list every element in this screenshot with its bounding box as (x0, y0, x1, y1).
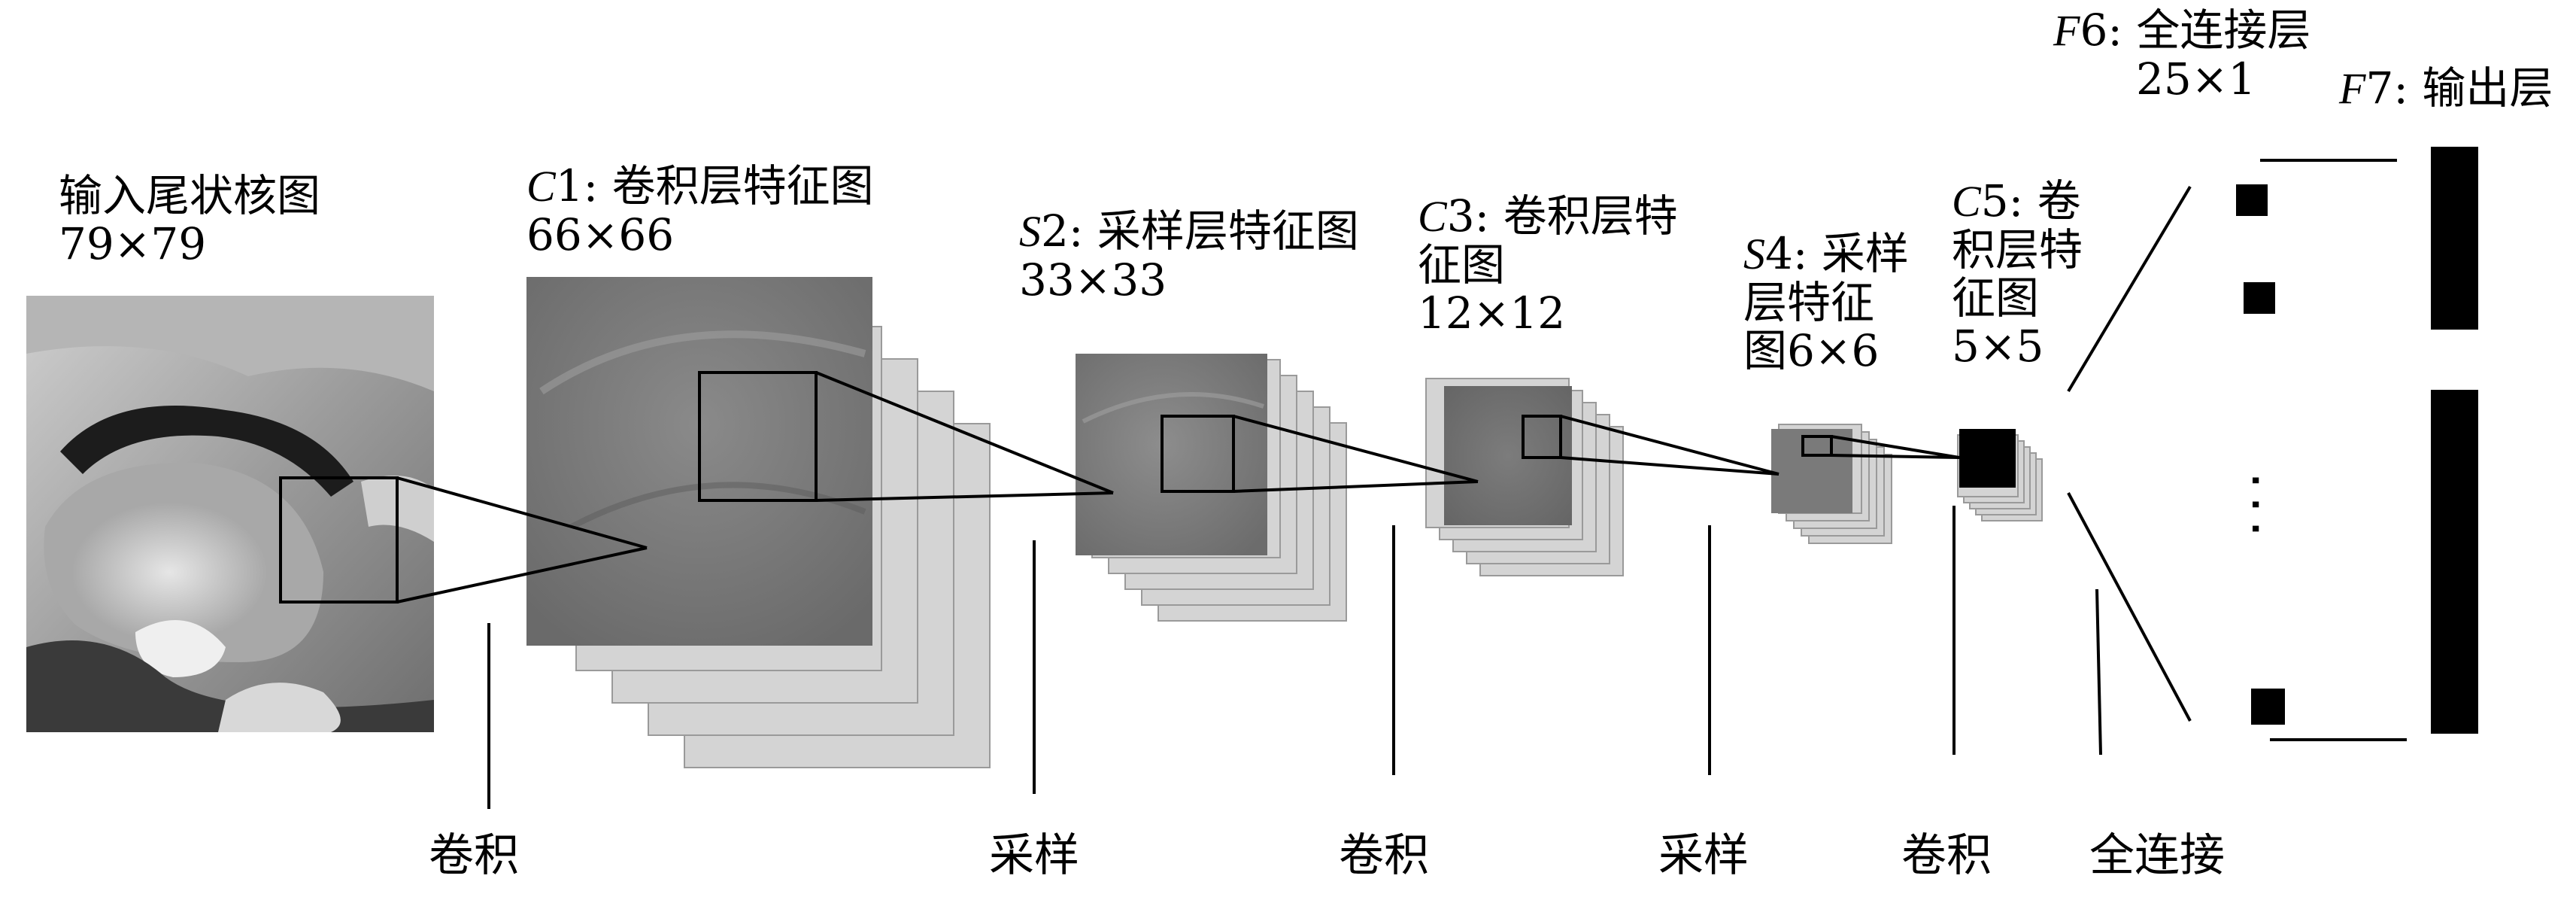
f7-title-line: F7: 输出层 (2339, 64, 2553, 113)
c1-receptive-field (698, 371, 818, 502)
f7-label: F7: 输出层 (2339, 64, 2553, 113)
c1-size: 66×66 (526, 209, 675, 260)
input-label: 输入尾状核图 79×79 (59, 172, 320, 268)
projection-lines (396, 185, 2192, 722)
c5-title-line-3: 征图 (1952, 272, 2040, 324)
f6-neurons (2236, 184, 2285, 725)
f6-title: : 全连接层 (2107, 5, 2311, 56)
op-label-conv-3: 卷积 (1901, 829, 1992, 882)
s2-title: : 采样层特征图 (1068, 205, 1359, 257)
c3-title: : 卷积层特 (1474, 190, 1678, 242)
s4-title-line: S4: 采样 (1743, 230, 1909, 278)
c3-receptive-field (1522, 415, 1562, 459)
op-label-pool-1: 采样 (989, 829, 1079, 882)
f7-title: : 输出层 (2393, 62, 2553, 114)
c1-title-line: C1: 卷积层特征图 (526, 162, 874, 211)
s4-label: S4: 采样 层特征 图6×6 (1743, 230, 1909, 375)
c1-num: 1 (555, 160, 584, 211)
f6-label: F6: 全连接层 25×1 (2053, 6, 2311, 103)
f6-title-line: F6: 全连接层 (2053, 6, 2311, 55)
s4-num: 4 (1765, 228, 1793, 279)
c3-title-line: C3: 卷积层特 (1418, 192, 1678, 241)
input-size: 79×79 (59, 218, 207, 269)
c3-size: 12×12 (1418, 287, 1566, 339)
input-title: 输入尾状核图 (59, 170, 321, 221)
c3-num: 3 (1446, 190, 1475, 242)
c1-label: C1: 卷积层特征图 66×66 (526, 162, 874, 259)
c3-prefix: C (1418, 192, 1447, 241)
s4-prefix: S (1743, 230, 1765, 278)
op-label-conv-1: 卷积 (429, 829, 519, 882)
s2-title-line: S2: 采样层特征图 (1019, 207, 1359, 256)
c3-title-line-2: 征图 (1418, 239, 1506, 290)
c5-title-line-2: 积层特 (1952, 224, 2083, 275)
s4-title-line-2: 层特征 (1743, 277, 1875, 328)
s2-size: 33×33 (1019, 254, 1167, 306)
c1-prefix: C (526, 162, 556, 211)
c1-title: : 卷积层特征图 (583, 160, 874, 211)
f6-prefix: F (2053, 6, 2080, 55)
c5-prefix: C (1952, 177, 1981, 226)
c5-size: 5×5 (1952, 321, 2044, 372)
f7-output-bars (2431, 147, 2478, 734)
op-label-conv-2: 卷积 (1339, 829, 1429, 882)
f7-prefix: F (2339, 64, 2366, 113)
op-label-pool-2: 采样 (1658, 829, 1749, 882)
f6-ellipsis: · · · (2236, 474, 2274, 535)
s2-receptive-field (1161, 415, 1235, 493)
s2-feature-stack (1076, 354, 1347, 622)
s2-prefix: S (1019, 207, 1041, 256)
f6-num: 6 (2080, 5, 2108, 56)
c5-title: : 卷 (2008, 175, 2081, 227)
s2-label: S2: 采样层特征图 33×33 (1019, 207, 1359, 304)
c5-label: C5: 卷 积层特 征图 5×5 (1952, 177, 2083, 370)
c5-title-line: C5: 卷 (1952, 177, 2083, 226)
s4-title: : 采样 (1792, 228, 1909, 279)
f6-size: 25×1 (2136, 53, 2256, 105)
c1-feature-stack (526, 277, 991, 768)
c3-label: C3: 卷积层特 征图 12×12 (1418, 192, 1678, 337)
op-label-fc: 全连接 (2089, 829, 2225, 882)
f7-num: 7 (2365, 62, 2394, 114)
input-receptive-field (279, 476, 399, 604)
s4-title-line-3: 图6×6 (1743, 325, 1880, 376)
operation-ticks (487, 506, 2102, 809)
input-image (26, 296, 434, 732)
s4-receptive-field (1801, 435, 1833, 457)
c5-num: 5 (1980, 175, 2009, 227)
c5-feature-stack (1957, 429, 2043, 521)
s2-num: 2 (1041, 205, 1069, 257)
